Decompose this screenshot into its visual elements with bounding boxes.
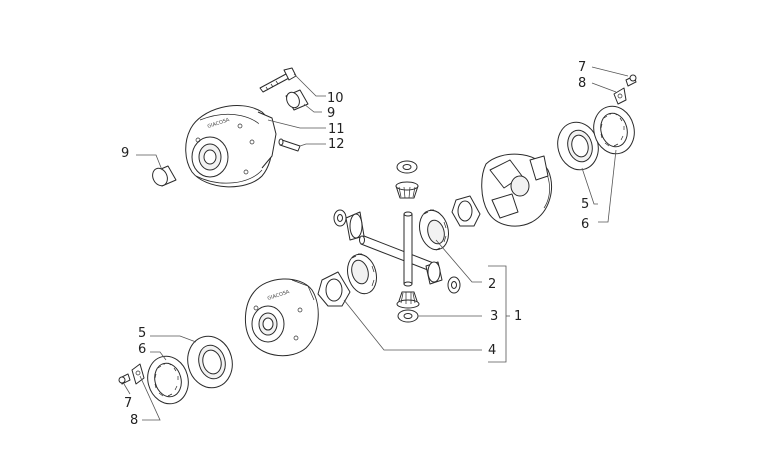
callout-9-left: 9: [121, 146, 129, 161]
bolt-10: [259, 67, 297, 93]
callout-labels: 10 9 11 12 9 7 8 5 6 2 3 1 4 5 6 7 8: [121, 60, 589, 428]
leader-lines: [123, 66, 629, 421]
callout-7-upper: 7: [578, 60, 586, 75]
screw-7-lower: [118, 373, 131, 385]
callout-2: 2: [488, 277, 496, 292]
pin-12: [278, 138, 301, 152]
callout-12: 12: [328, 137, 345, 152]
callout-6-upper: 6: [581, 217, 589, 232]
ring-nut-6-lower: [147, 355, 189, 405]
washer-small-left: [333, 209, 347, 227]
ring-nut-6-upper: [593, 105, 635, 155]
callout-10: 10: [327, 91, 344, 106]
callout-7-lower: 7: [124, 396, 132, 411]
planet-gear-right: [425, 261, 443, 285]
side-gear-2: [419, 209, 449, 251]
callout-8-lower: 8: [130, 413, 138, 428]
thrust-washer-4: [317, 271, 351, 307]
callout-1: 1: [514, 309, 522, 324]
side-gear-left: [347, 253, 377, 295]
washer-small-right: [447, 276, 461, 294]
callout-5-upper: 5: [581, 197, 589, 212]
thrust-washer-3: [397, 309, 419, 323]
thrust-washer-top: [396, 160, 418, 174]
bearing-5-upper: [557, 121, 599, 171]
cross-pin-short: [403, 211, 413, 287]
planet-gear-top: [395, 181, 419, 199]
callout-8-upper: 8: [578, 76, 586, 91]
bearing-5-lower: [187, 335, 233, 389]
callout-4: 4: [488, 343, 496, 358]
callout-11: 11: [328, 122, 345, 137]
planet-gear-bottom: [396, 291, 420, 309]
callout-6-lower: 6: [138, 342, 146, 357]
callout-3: 3: [490, 309, 498, 324]
assembled-differential-housing: GIACOSA: [185, 105, 277, 188]
screw-7-upper: [625, 74, 637, 87]
bushing-9-upper: [285, 89, 309, 111]
housing-half-lower: GIACOSA: [245, 278, 319, 357]
thrust-washer-right: [451, 195, 481, 227]
bushing-9-left: [152, 165, 177, 187]
housing-half-right: [481, 153, 552, 227]
lock-tab-8-upper: [613, 87, 627, 105]
callout-9-upper: 9: [327, 106, 335, 121]
callout-5-lower: 5: [138, 326, 146, 341]
